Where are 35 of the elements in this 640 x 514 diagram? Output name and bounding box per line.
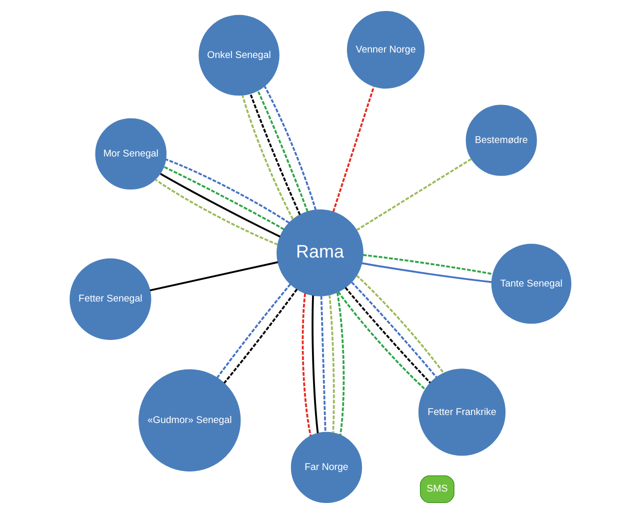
node-circle: Far Norge (290, 432, 362, 504)
connector (154, 178, 278, 246)
connector (223, 288, 298, 384)
label: SMS (426, 484, 448, 495)
connector (216, 284, 291, 378)
connector (356, 158, 472, 231)
connector (160, 172, 280, 238)
connector (256, 90, 308, 212)
connector (336, 292, 344, 436)
connector (362, 254, 492, 275)
connector (350, 282, 437, 378)
node-circle: Venner Norge (346, 11, 424, 89)
node-circle: Rama (276, 209, 363, 296)
node-circle: Onkel Senegal (198, 14, 279, 96)
node-circle: Bestemødre (465, 104, 536, 176)
connector (301, 293, 312, 436)
connector (337, 291, 426, 390)
connector (328, 294, 334, 433)
connector (320, 296, 326, 432)
connector (332, 86, 374, 212)
connector (263, 86, 316, 210)
connector (361, 262, 492, 283)
node-circle: Mor Senegal (94, 118, 166, 190)
connector (344, 287, 430, 384)
node-circle: Tante Senegal (490, 244, 571, 324)
node-circle: Fetter Senegal (69, 258, 151, 340)
connector (165, 158, 289, 224)
connector (356, 274, 444, 374)
node-circle: «Gudmor» Senegal (138, 369, 240, 472)
connector (149, 261, 278, 292)
connector (241, 95, 294, 220)
connector (163, 166, 284, 230)
connector (311, 295, 318, 434)
connector (249, 93, 300, 216)
node-circle: Fetter Frankrike (418, 368, 506, 456)
